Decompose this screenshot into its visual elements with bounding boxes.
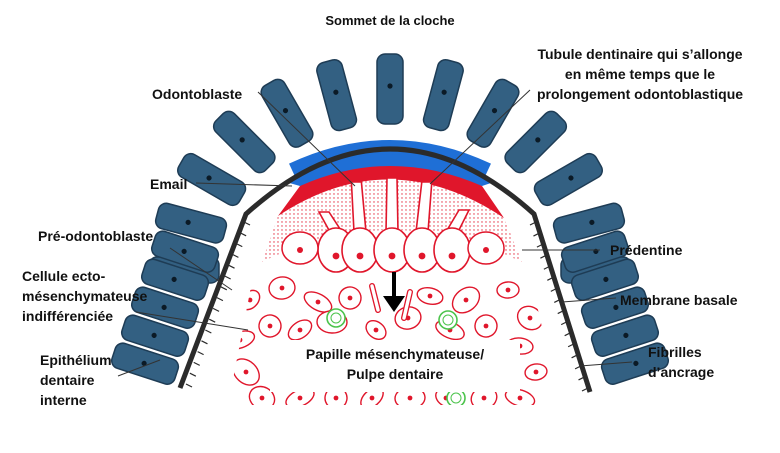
label-epithelium-dentaire-interne: Epithélium dentaire interne bbox=[40, 350, 112, 410]
label-epithelium-line2: dentaire bbox=[40, 372, 95, 388]
mesenchymal-cell bbox=[239, 289, 261, 311]
epithelial-cell bbox=[316, 59, 358, 132]
mesenchymal-cell bbox=[303, 291, 333, 313]
pre-odontoblast bbox=[281, 231, 319, 265]
label-papille-line2: Pulpe dentaire bbox=[346, 366, 444, 382]
odontoblast-row bbox=[281, 177, 505, 273]
epithelial-cell bbox=[154, 202, 228, 244]
mesenchymal-cell bbox=[268, 276, 296, 300]
label-cellule-ecto-mesenchymateuse: Cellule ecto- mésenchymateuse indifféren… bbox=[22, 266, 147, 326]
mesenchymal-cell bbox=[504, 388, 536, 405]
diagram-title: Sommet de la cloche bbox=[325, 13, 455, 28]
label-tubule-line2: en même temps que le bbox=[564, 66, 716, 82]
basement-membrane bbox=[177, 146, 593, 393]
epithelial-cell bbox=[580, 286, 650, 329]
odontoblast bbox=[433, 209, 471, 273]
epithelial-cell bbox=[533, 152, 603, 207]
label-epithelium-line1: Epithélium bbox=[40, 352, 112, 368]
label-pre-odontoblaste: Pré-odontoblaste bbox=[38, 228, 154, 244]
epithelial-cell bbox=[466, 78, 520, 148]
mesenchymal-cell bbox=[496, 281, 520, 299]
odontoblast bbox=[341, 181, 379, 273]
label-epithelium-line3: interne bbox=[40, 392, 87, 408]
mesenchymal-cell bbox=[287, 319, 313, 341]
label-email: Email bbox=[150, 176, 188, 192]
epithelial-cell bbox=[130, 286, 200, 329]
green-cell bbox=[326, 308, 346, 328]
mesenchymal-cell bbox=[451, 286, 481, 314]
epithelial-cell bbox=[260, 78, 314, 148]
mesenchymal-cell bbox=[365, 319, 387, 341]
label-papille-line1: Papille mésenchymateuse/ bbox=[305, 346, 485, 362]
label-fibrilles-line2: d’ancrage bbox=[648, 364, 715, 380]
label-cellule-line3: indifférenciée bbox=[22, 308, 114, 324]
label-membrane-basale: Membrane basale bbox=[620, 292, 738, 308]
epithelial-cell bbox=[600, 342, 670, 385]
label-fibrilles-line1: Fibrilles bbox=[648, 344, 702, 360]
odontoblast bbox=[403, 181, 441, 273]
mesenchymal-cell bbox=[416, 286, 444, 306]
mesenchymal-cell bbox=[524, 363, 548, 381]
mesenchymal-cell bbox=[258, 314, 282, 338]
epithelial-cell bbox=[150, 230, 220, 273]
leader-lines bbox=[117, 89, 633, 377]
label-fibrilles-ancrage: Fibrilles d’ancrage bbox=[648, 342, 714, 382]
mesenchymal-cell bbox=[248, 385, 276, 405]
mesenchymal-cell bbox=[516, 305, 544, 331]
label-tubule-line1: Tubule dentinaire qui s’allonge bbox=[537, 46, 743, 62]
epithelial-cell bbox=[177, 152, 247, 207]
epithelial-cell bbox=[504, 110, 568, 174]
epithelial-cell bbox=[120, 314, 190, 357]
label-odontoblaste: Odontoblaste bbox=[152, 86, 243, 102]
label-tubule-line3: prolongement odontoblastique bbox=[536, 86, 744, 102]
label-tubule-dentinaire: Tubule dentinaire qui s’allonge en même … bbox=[512, 44, 768, 104]
epithelial-cell bbox=[590, 314, 660, 357]
label-cellule-line2: mésenchymateuse bbox=[22, 288, 148, 304]
pulp-label-box bbox=[270, 340, 520, 392]
mesenchymal-cell bbox=[232, 358, 260, 386]
epithelial-cell bbox=[110, 342, 180, 385]
label-cellule-line1: Cellule ecto- bbox=[22, 268, 106, 284]
mesenchymal-cell bbox=[338, 286, 362, 310]
mesenchymal-cell bbox=[228, 330, 256, 350]
growth-arrow bbox=[383, 272, 405, 312]
label-papille-pulpe: Papille mésenchymateuse/ Pulpe dentaire bbox=[270, 344, 520, 384]
epithelial-cell bbox=[422, 59, 464, 132]
mesenchymal-cell bbox=[324, 386, 348, 405]
epithelial-cell bbox=[140, 258, 210, 301]
epithelial-cell bbox=[212, 110, 276, 174]
epithelial-cell bbox=[552, 202, 626, 244]
epithelial-cell bbox=[570, 258, 640, 301]
mesenchymal-cell bbox=[474, 314, 498, 338]
pre-odontoblast bbox=[467, 231, 505, 265]
inner-enamel-epithelium bbox=[110, 53, 670, 385]
epithelial-cell bbox=[376, 53, 404, 125]
label-predentine: Prédentine bbox=[610, 242, 683, 258]
green-cell bbox=[438, 310, 458, 330]
